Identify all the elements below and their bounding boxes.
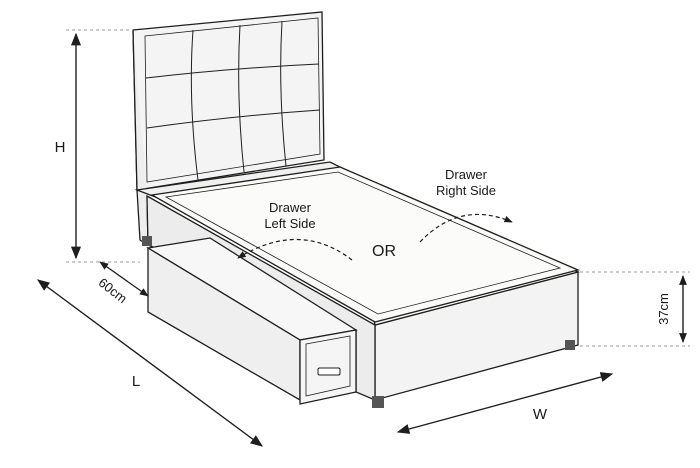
or-label: OR — [372, 243, 396, 260]
drawer-left-arrow — [237, 238, 353, 261]
headboard-depth-dimension: 60cm — [96, 261, 149, 306]
drawer-right-annotation: Drawer Right Side — [419, 167, 513, 243]
drawer-right-arrow — [419, 213, 513, 243]
drawer-left-line1: Drawer — [269, 200, 312, 215]
width-label: W — [533, 406, 548, 423]
drawer-left-line2: Left Side — [264, 216, 315, 231]
length-label: L — [132, 373, 140, 390]
width-dimension: W — [396, 372, 614, 434]
drawer-right-line1: Drawer — [445, 167, 488, 182]
base-height-dimension: 37cm — [580, 271, 690, 347]
height-dimension: H — [55, 29, 140, 263]
drawer-right-line2: Right Side — [436, 183, 496, 198]
height-label: H — [55, 139, 66, 156]
length-dimension: L — [36, 279, 264, 447]
headboard-tufting — [145, 20, 321, 181]
drawer-left-annotation: Drawer Left Side — [237, 200, 353, 261]
headboard — [132, 11, 325, 191]
base-height-label: 37cm — [656, 293, 671, 325]
mattress — [150, 166, 581, 323]
